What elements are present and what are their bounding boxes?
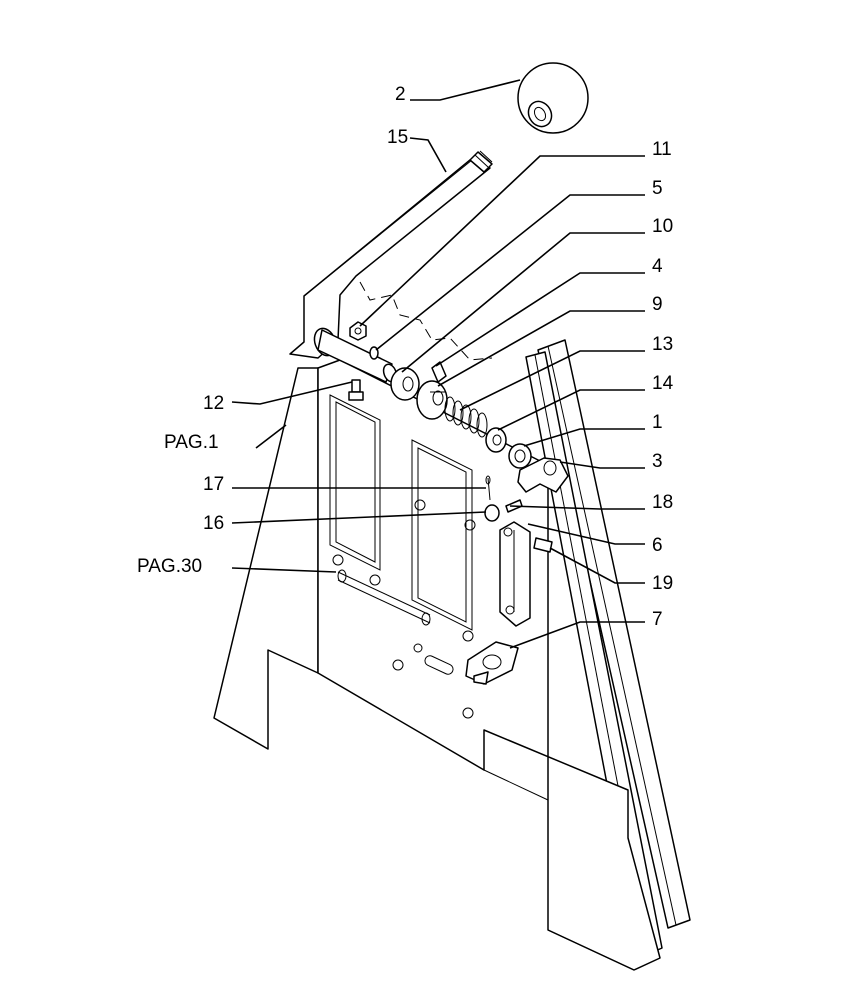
callout-12: 12 xyxy=(203,393,224,414)
callout-13: 13 xyxy=(652,334,673,355)
callout-11: 11 xyxy=(652,139,672,160)
callout-pag30: PAG.30 xyxy=(137,556,202,577)
callout-4: 4 xyxy=(652,256,663,277)
support-frame xyxy=(213,339,691,971)
callout-5: 5 xyxy=(652,178,663,199)
lever-arm xyxy=(289,150,493,383)
callout-1: 1 xyxy=(652,412,663,433)
small-parts xyxy=(348,321,569,685)
callout-10: 10 xyxy=(652,216,673,237)
callout-18: 18 xyxy=(652,492,673,513)
callout-14: 14 xyxy=(652,373,674,394)
knob xyxy=(517,62,589,134)
leader-lines xyxy=(231,79,645,649)
callout-6: 6 xyxy=(652,535,663,556)
callout-16: 16 xyxy=(203,513,224,534)
callout-2: 2 xyxy=(395,84,406,105)
callout-3: 3 xyxy=(652,451,663,472)
callout-9: 9 xyxy=(652,294,663,315)
callout-19: 19 xyxy=(652,573,673,594)
callout-pag1: PAG.1 xyxy=(164,432,219,453)
callout-17: 17 xyxy=(203,474,224,495)
callout-7: 7 xyxy=(652,609,663,630)
callout-labels: 2 15 11 5 10 4 9 13 14 1 3 18 6 19 7 12 … xyxy=(137,84,674,630)
callout-15: 15 xyxy=(387,127,408,148)
